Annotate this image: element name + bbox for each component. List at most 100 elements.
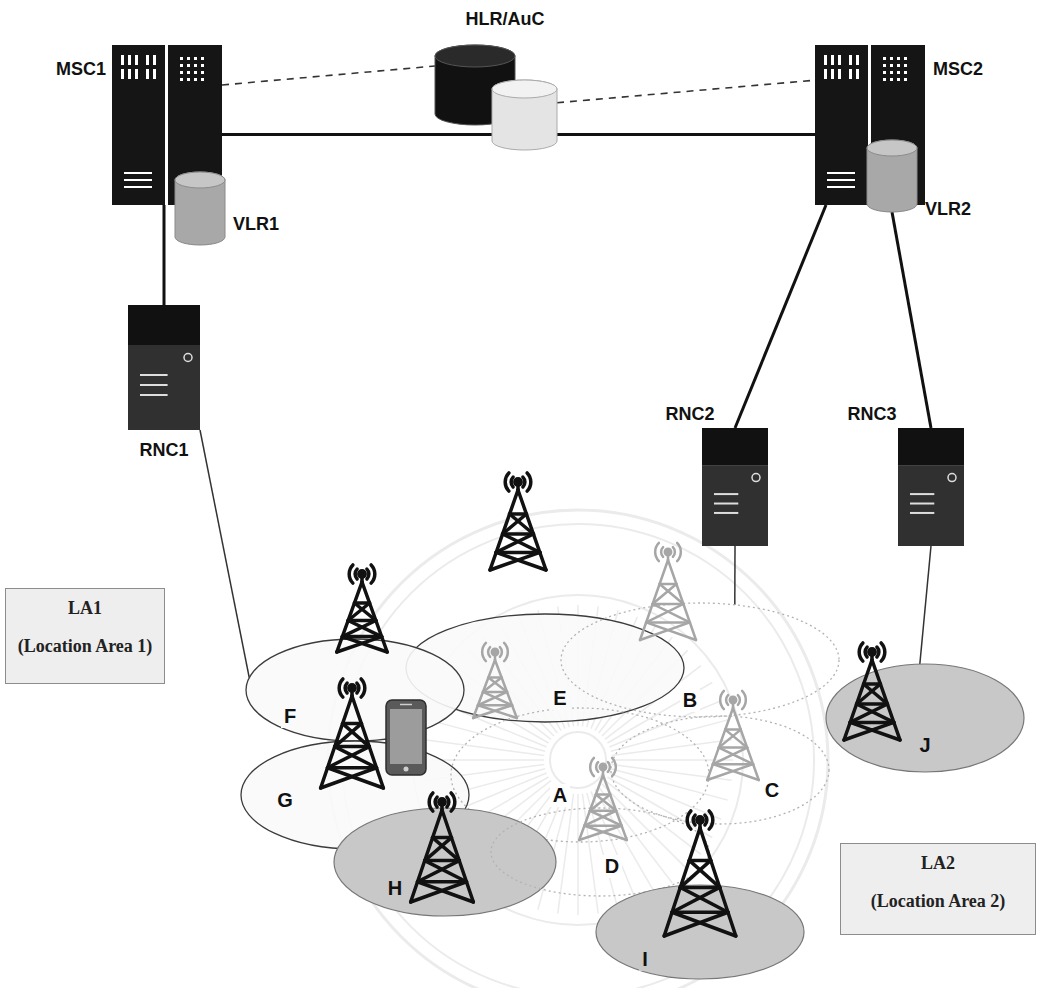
network-link [892,212,931,428]
server-led [187,57,190,60]
cell-coverage: D [490,807,710,897]
tower-brace [328,768,384,788]
tower-brace [348,603,369,621]
server-led [897,71,900,74]
seal-ray [612,764,732,780]
tower-bar [496,551,540,555]
radio-wave [738,695,740,705]
node-shape [867,140,917,212]
vlr-database-drawing [867,140,917,212]
cell-coverage-drawing [826,664,1024,772]
tower-brace [503,534,540,552]
phone-screen [390,709,422,764]
tower-brace [473,705,512,718]
radio-wave [371,565,375,583]
tower-brace [510,514,534,534]
tower-mast [360,574,364,582]
tower-leg [321,696,352,788]
tower-brace [335,747,377,768]
tower-brace [483,677,502,692]
tower-brace [680,887,728,912]
rnc-vent [140,384,168,386]
rnc-body [128,345,200,430]
cell-coverage-drawing [611,716,829,824]
tower-mast [667,552,670,560]
component-label: MSC1 [56,59,106,80]
cell-label: F [281,705,299,728]
server-slot [849,69,852,79]
server-vent [827,172,855,174]
area-box [6,589,165,684]
rnc-server-drawing [128,305,200,430]
tower-brace [672,912,736,936]
seal-ray [609,773,721,819]
server-led [890,57,893,60]
tower-brace [850,704,887,722]
network-link [222,66,435,85]
tower-brace [478,705,517,718]
text-holder: VLR1 [233,214,279,235]
tower-mast [698,820,702,828]
tower-brace [496,534,533,552]
coverage-ellipse [826,664,1024,772]
cell-label: G [274,789,296,812]
radio-wave [596,762,598,772]
tower-leg [411,810,442,902]
rnc-button [948,474,956,482]
rnc-vent [910,503,934,505]
component-label: MSC2 [933,59,983,80]
network-link [735,205,826,428]
cell-label: H [385,877,405,900]
text-holder: C [762,779,782,802]
tower-bar [857,702,888,706]
cell-tower [640,543,696,640]
tower-brace [348,621,382,637]
text-holder: D [602,855,622,878]
radio-wave [511,477,513,487]
tower-mast [602,767,605,775]
seal-ray [611,720,728,751]
radio-wave [361,679,365,697]
tower-mast [494,652,497,660]
tower-brace [646,622,696,640]
radio-wave [505,473,509,491]
tower-mast [732,700,735,708]
radio-wave [612,758,616,776]
tower-bar [713,763,753,766]
tower-brace [342,621,376,637]
coverage-ellipse [491,808,709,896]
tower-brace [433,838,460,861]
text-holder: F [281,705,299,728]
seal-ray [607,777,712,838]
tower-brace [725,730,747,748]
tower-bar [433,836,452,840]
tower-leg [603,775,627,840]
area-label: (Location Area 1) [18,636,153,657]
tower-brace [660,584,684,604]
rnc-top [128,305,200,345]
server-led [180,78,183,81]
rnc-server: RNC1 [128,305,200,430]
radio-wave [504,643,508,661]
cylinder-top [175,172,225,188]
tower-brace [713,764,759,780]
radio-wave [726,695,728,705]
cell-coverage-drawing [561,603,839,717]
location-area-box-drawing [6,589,165,684]
seal-ray [612,759,733,761]
tower-leg [352,696,383,788]
tower-brace [719,748,753,765]
server-slot [849,55,852,65]
tower-leg [733,708,759,780]
tower-brace [590,795,610,811]
server-led [883,78,886,81]
server-led [883,64,886,67]
server-led [904,64,907,67]
server-vent [124,186,152,188]
cell-coverage: B [560,602,840,718]
vlr-database: VLR2 [867,140,917,212]
cell-coverage: C [610,715,830,825]
text-holder: G [274,789,296,812]
tower-brace [689,860,719,887]
